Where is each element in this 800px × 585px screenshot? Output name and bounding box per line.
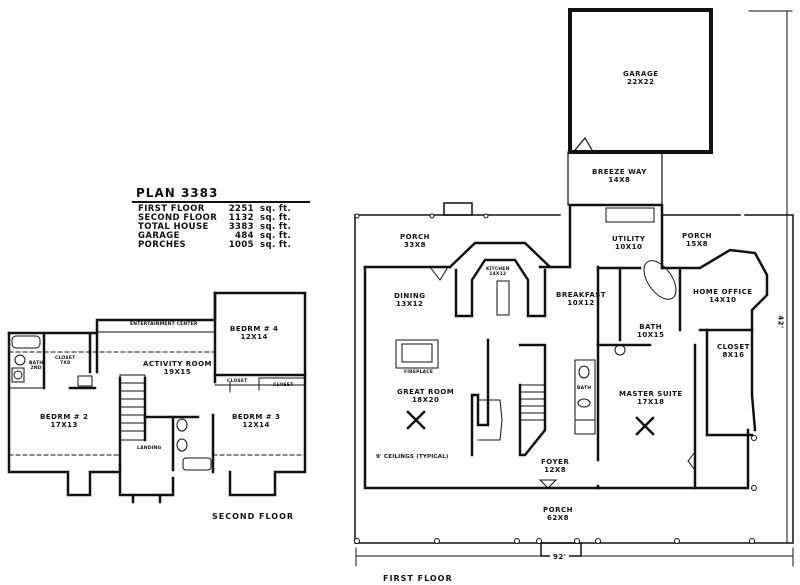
second-floor-walls [7, 291, 307, 504]
porch-posts [354, 213, 757, 544]
first-floor-walls [363, 203, 769, 490]
room-dining: DINING 13X12 [394, 292, 426, 308]
second-floor-dashed-lines [8, 351, 306, 456]
room-kitchen: KITCHEN 14X12 [486, 267, 510, 277]
room-activity: ACTIVITY ROOM 19X15 [143, 360, 212, 376]
second-floor-details [8, 331, 306, 471]
room-bedroom-2: BEDRM # 2 17X13 [40, 413, 89, 429]
room-master-bath: BATH 10X15 [637, 323, 665, 339]
second-floor-caption: SECOND FLOOR [212, 512, 295, 521]
porch-railing [354, 202, 794, 557]
closet-label: CLOSET [273, 383, 294, 388]
plan-title: PLAN 3383 [136, 186, 219, 200]
room-porch-back-right: PORCH 15X8 [682, 232, 712, 248]
half-bath-label: BATH [577, 386, 592, 391]
room-bedroom-3: BEDRM # 3 12X14 [232, 413, 281, 429]
room-foyer: FOYER 12X8 [541, 458, 570, 474]
room-porch-front: PORCH 62X8 [543, 506, 573, 522]
room-bedroom-4: BEDRM # 4 12X14 [230, 325, 279, 341]
room-breezeway: BREEZE WAY 14X8 [592, 168, 647, 184]
first-floor-details [395, 207, 696, 489]
room-closet-2nd: CLOSET 7X8 [55, 356, 76, 366]
garage-walls [568, 8, 713, 154]
depth-dimension: 42' [776, 315, 785, 329]
dimension-lines [355, 10, 794, 567]
room-great-room: GREAT ROOM 18X20 [397, 388, 455, 404]
room-utility: UTILITY 10X10 [612, 235, 646, 251]
width-dimension: 92' [550, 553, 570, 561]
entertainment-center-label: ENTERTAINMENT CENTER [130, 322, 198, 327]
first-floor-caption: FIRST FLOOR [383, 574, 453, 583]
room-bath-2nd: BATH 2ND [29, 361, 44, 371]
fireplace-label: FIREPLACE [404, 370, 434, 375]
closet-label: CLOSET [227, 379, 248, 384]
landing-label: LANDING [137, 446, 162, 451]
ceilings-note: 9' CEILINGS (TYPICAL) [376, 454, 449, 460]
room-home-office: HOME OFFICE 14X10 [693, 288, 753, 304]
room-garage: GARAGE 22X22 [623, 70, 659, 86]
room-master-suite: MASTER SUITE 17X18 [619, 390, 683, 406]
room-closet: CLOSET 8X16 [717, 343, 750, 359]
room-breakfast: BREAKFAST 10X12 [556, 291, 607, 307]
room-porch-back-left: PORCH 33X8 [400, 233, 430, 249]
title-underline [132, 201, 310, 203]
